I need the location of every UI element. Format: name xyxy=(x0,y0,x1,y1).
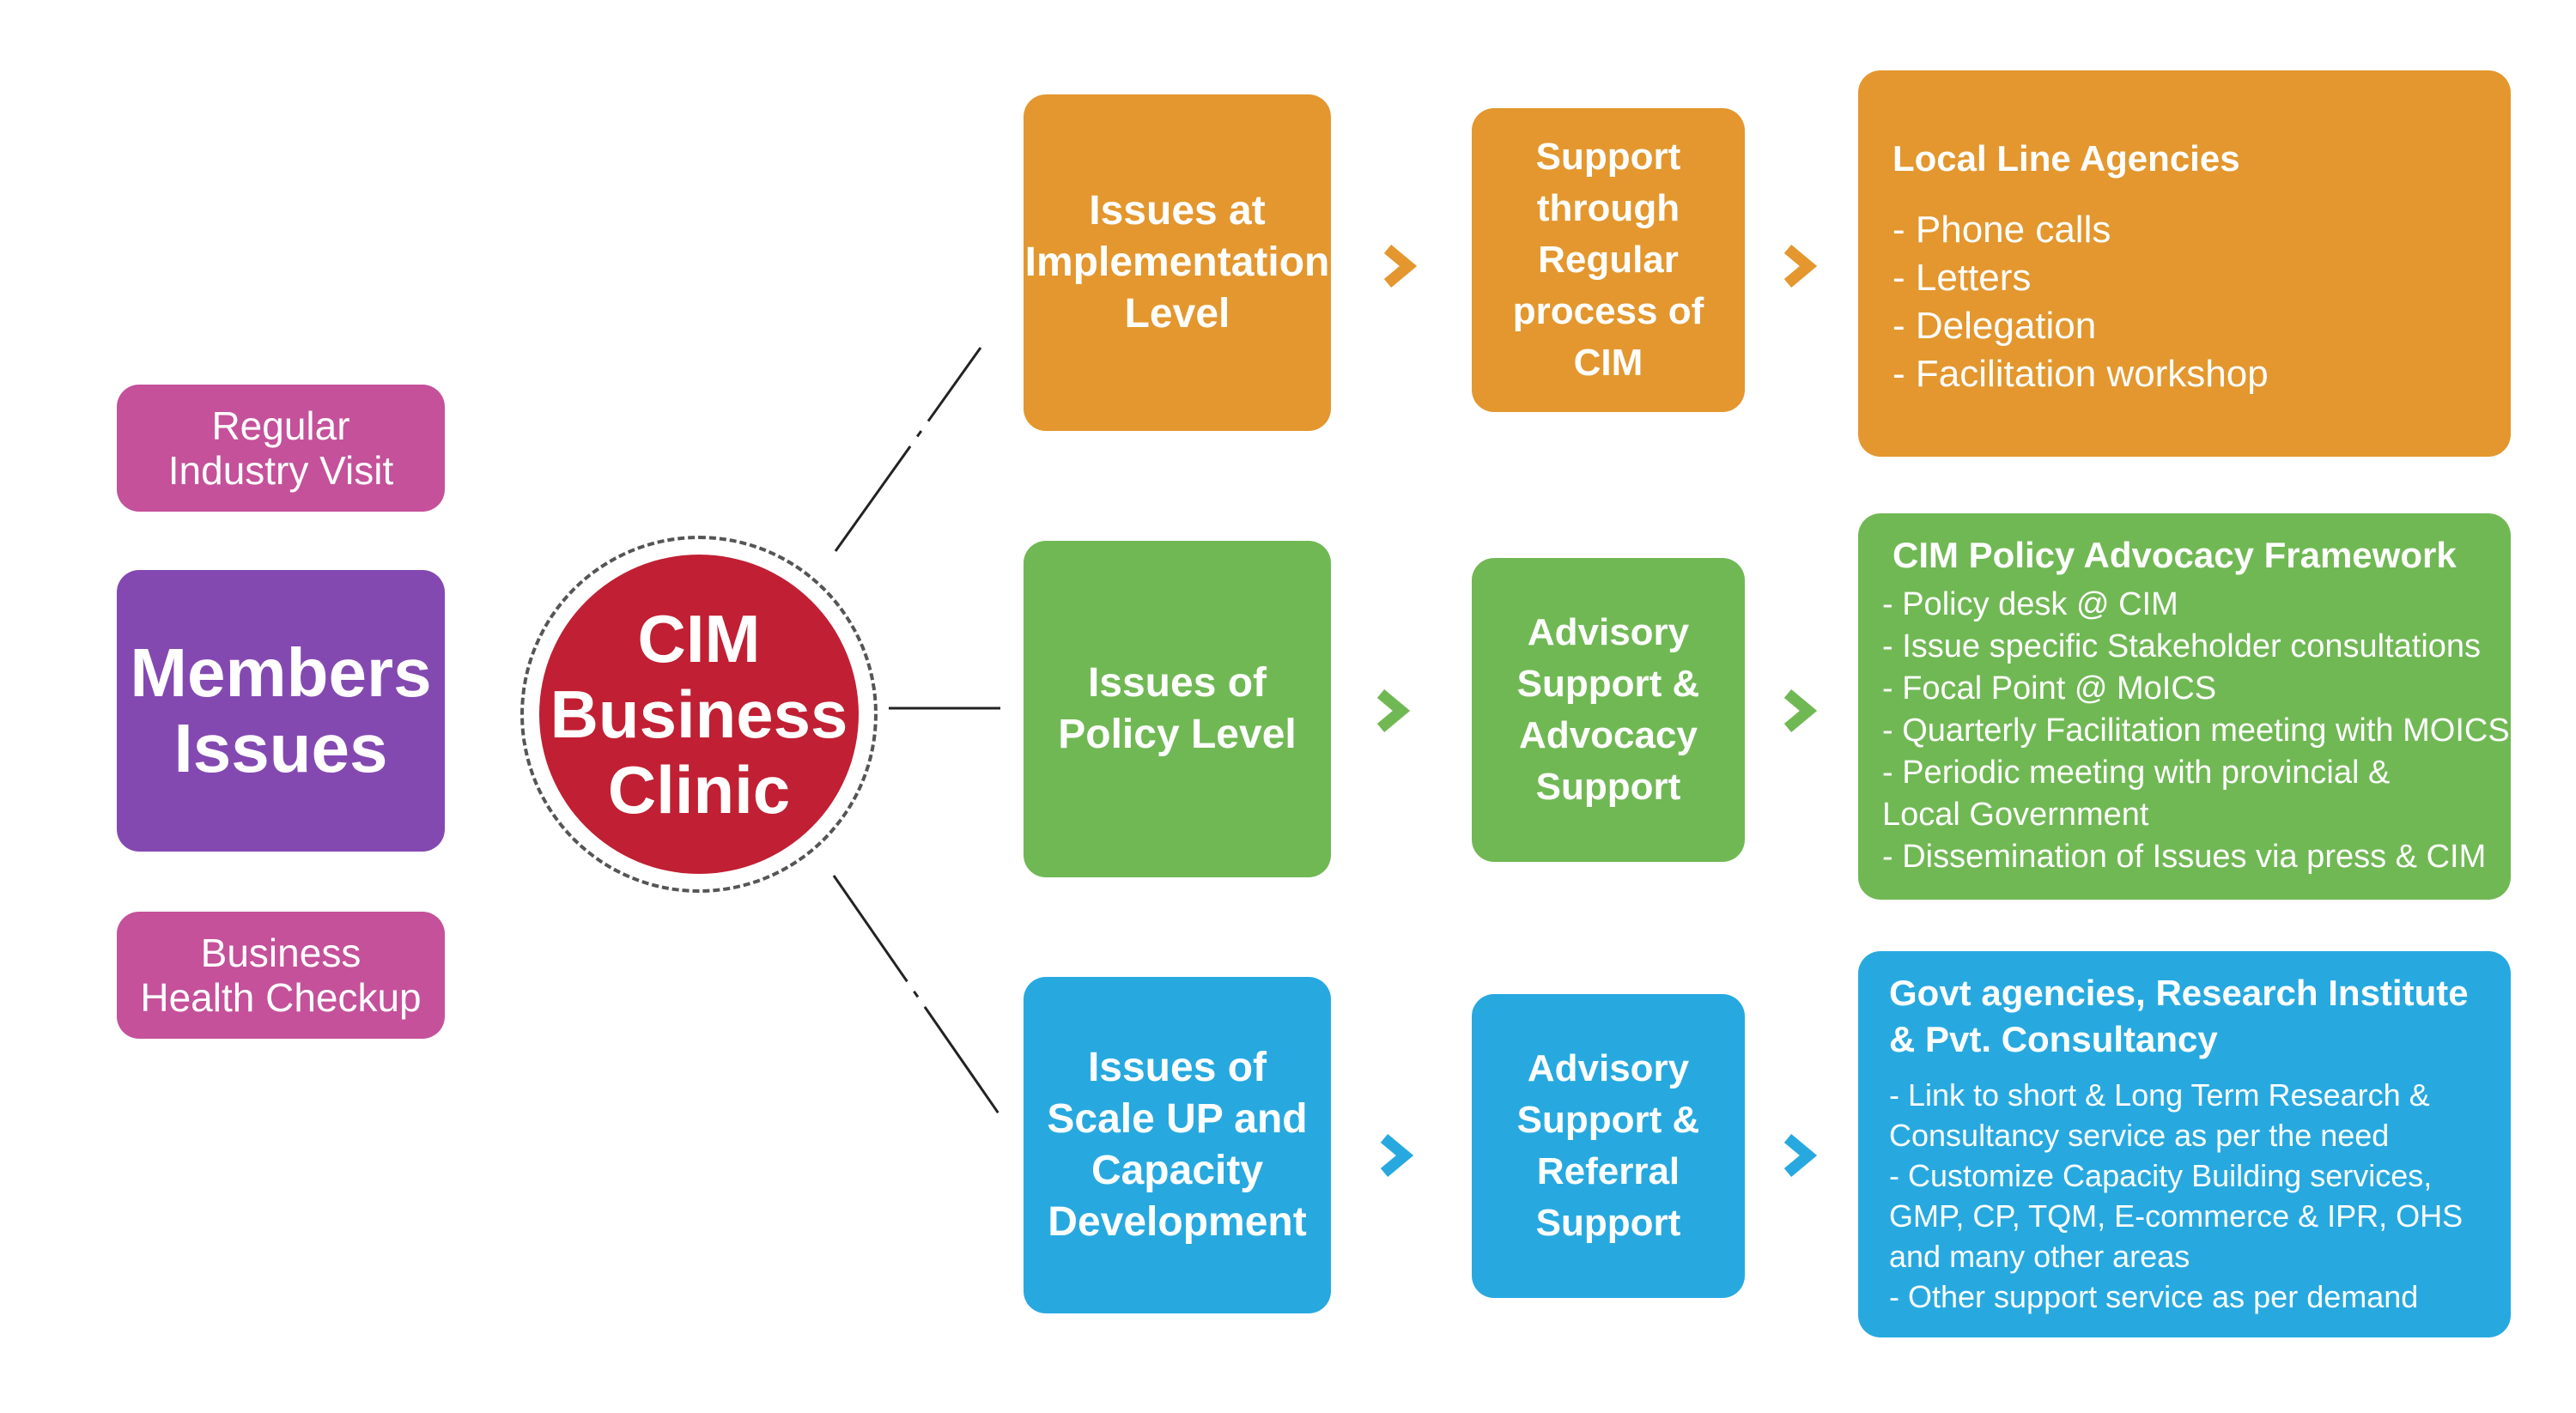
list-item: GMP, CP, TQM, E-commerce & IPR, OHS xyxy=(1889,1198,2464,1234)
detail-title-implementation: Local Line Agencies xyxy=(1893,138,2240,179)
issue-box-implementation: Issues at Implementation Level xyxy=(1024,94,1331,431)
support-box-implementation: Support through Regular process of CIM xyxy=(1472,108,1745,412)
list-item: - Focal Point @ MoICS xyxy=(1882,670,2217,706)
list-item: - Other support service as per demand xyxy=(1889,1279,2419,1314)
support-label-scale-up: Advisory Support & Referral Support xyxy=(1516,1047,1700,1244)
list-item: - Dissemination of Issues via press & CI… xyxy=(1882,839,2487,875)
detail-list-scale-up: - Link to short & Long Term Research & C… xyxy=(1889,1075,2463,1317)
detail-box-policy: CIM Policy Advocacy Framework - Policy d… xyxy=(1858,513,2511,900)
list-item: - Policy desk @ CIM xyxy=(1882,586,2178,622)
list-item: - Customize Capacity Building services, xyxy=(1889,1158,2433,1193)
chevron-right-icon xyxy=(1783,245,1818,288)
issue-label-scale-up: Issues of Scale UP and Capacity Developm… xyxy=(1047,1045,1308,1245)
chevron-right-icon xyxy=(1380,1134,1414,1177)
support-box-policy: Advisory Support & Advocacy Support xyxy=(1472,558,1745,862)
members-issues-label: Members Issues xyxy=(130,634,432,786)
issue-box-policy: Issues of Policy Level xyxy=(1024,541,1331,877)
list-item: Consultancy service as per the need xyxy=(1889,1118,2390,1153)
list-item: - Link to short & Long Term Research & xyxy=(1889,1077,2430,1113)
chevron-right-icon xyxy=(1783,1134,1818,1177)
business-clinic-label: CIM Business Clinic xyxy=(539,555,859,874)
chevron-right-icon xyxy=(1383,245,1418,288)
connector-bottom xyxy=(832,875,1002,1117)
list-item: - Letters xyxy=(1893,257,2032,299)
chevron-right-icon xyxy=(1376,689,1411,732)
list-item: and many other areas xyxy=(1889,1239,2190,1274)
detail-box-scale-up: Govt agencies, Research Institute & Pvt.… xyxy=(1858,951,2511,1337)
list-item: - Periodic meeting with provincial & xyxy=(1882,755,2391,791)
support-label-policy: Advisory Support & Advocacy Support xyxy=(1516,611,1700,808)
issue-label-implementation: Issues at Implementation Level xyxy=(1024,188,1330,337)
source-industry-visit: Regular Industry Visit xyxy=(117,385,445,512)
members-issues-box: Members Issues xyxy=(117,570,445,852)
list-item: - Issue specific Stakeholder consultatio… xyxy=(1882,628,2482,664)
list-item: - Phone calls xyxy=(1893,209,2111,251)
list-item: - Facilitation workshop xyxy=(1893,353,2269,395)
source-health-checkup: Business Health Checkup xyxy=(117,912,445,1039)
issue-label-policy: Issues of Policy Level xyxy=(1058,660,1297,757)
detail-title-policy: CIM Policy Advocacy Framework xyxy=(1893,535,2457,575)
detail-box-implementation: Local Line Agencies - Phone calls - Lett… xyxy=(1858,70,2511,457)
chevron-right-icon xyxy=(1783,689,1818,732)
detail-list-implementation: - Phone calls - Letters - Delegation - F… xyxy=(1893,206,2269,398)
connector-top xyxy=(834,347,982,552)
source-industry-visit-label: Regular Industry Visit xyxy=(167,403,394,493)
list-item: - Delegation xyxy=(1893,305,2097,347)
business-clinic-circle: CIM Business Clinic xyxy=(520,536,878,893)
support-label-implementation: Support through Regular process of CIM xyxy=(1512,136,1704,384)
detail-list-policy: - Policy desk @ CIM - Issue specific Sta… xyxy=(1882,584,2510,878)
list-item: Local Government xyxy=(1882,797,2149,833)
list-item: - Quarterly Facilitation meeting with MO… xyxy=(1882,713,2510,749)
detail-title-scale-up: Govt agencies, Research Institute & Pvt.… xyxy=(1889,973,2469,1059)
source-health-checkup-label: Business Health Checkup xyxy=(140,931,422,1020)
issue-box-scale-up: Issues of Scale UP and Capacity Developm… xyxy=(1024,977,1331,1313)
support-box-scale-up: Advisory Support & Referral Support xyxy=(1472,994,1745,1298)
